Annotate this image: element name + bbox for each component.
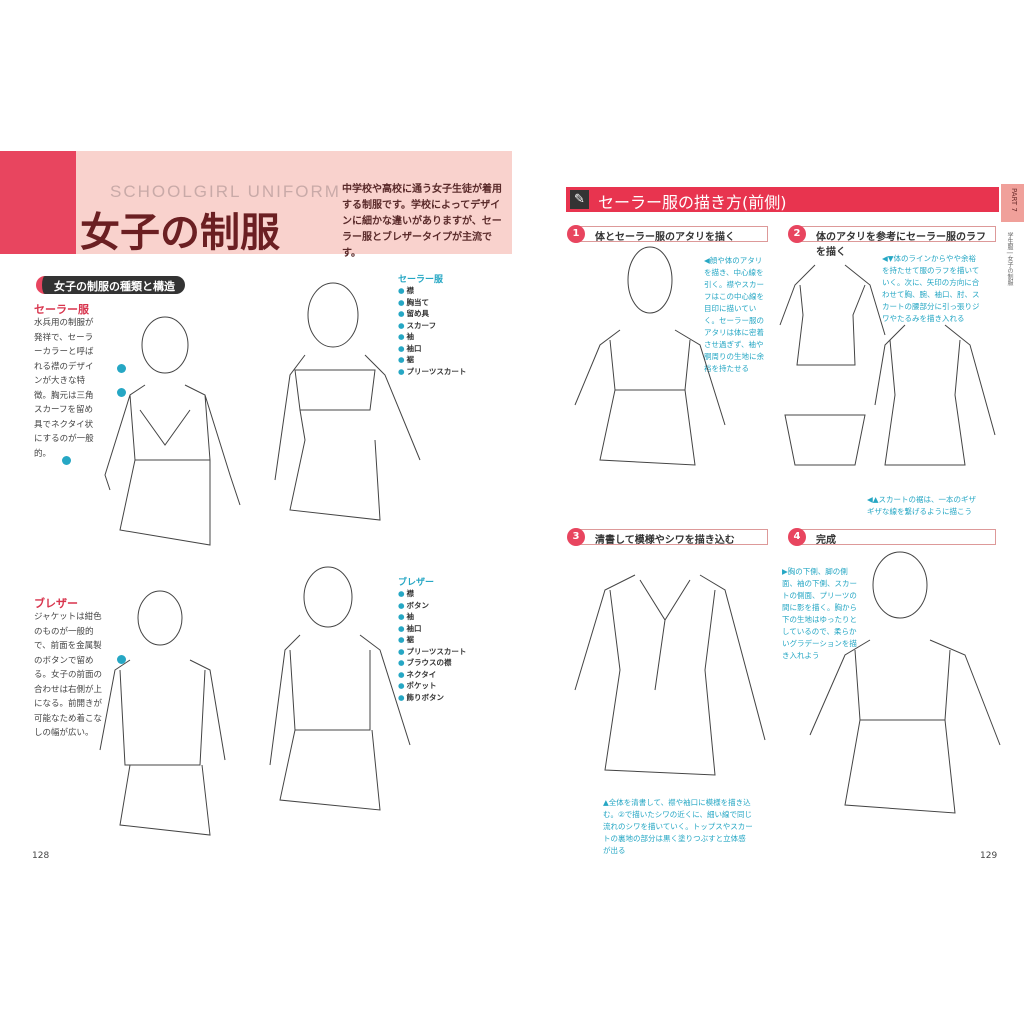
step-2-note-skirt: ◀▲スカートの裾は、一本のギザギザな線を繋げるように描こう xyxy=(867,495,977,516)
side-label: 学生服 | 女子の制服 xyxy=(1006,232,1013,286)
step-number: 4 xyxy=(788,528,806,546)
blazer-legend: ブレザー 襟 ボタン 袖 袖口 裾 プリーツスカート ブラウスの襟 ネクタイ ポ… xyxy=(398,575,466,703)
step-title: 清書して模様やシワを描き込む xyxy=(595,535,735,546)
legend-item: ネクタイ xyxy=(398,669,466,681)
callout-marker xyxy=(117,655,126,664)
sailor-back-illustration xyxy=(274,282,421,521)
blazer-heading: ブレザー xyxy=(34,597,78,610)
pen-icon: ✎ xyxy=(570,190,589,209)
step-1-header: 1 体とセーラー服のアタリを描く xyxy=(567,225,768,243)
legend-item: プリーツスカート xyxy=(398,366,467,378)
step-title: 体とセーラー服のアタリを描く xyxy=(595,232,735,243)
legend-item: 飾りボタン xyxy=(398,692,466,704)
step-4-header: 4 完成 xyxy=(788,528,996,546)
legend-item: 袖口 xyxy=(398,623,466,635)
legend-item: スカーフ xyxy=(398,320,466,332)
legend-item: 袖 xyxy=(398,611,466,623)
step-1-note: ◀顔や体のアタリを描き、中心線を引く。襟やスカーフはこの中心線を目印に描いていく… xyxy=(704,256,764,373)
step-1-illustration xyxy=(574,246,726,466)
step-2-header: 2 体のアタリを参考にセーラー服のラフを描く xyxy=(788,225,996,258)
blazer-text: ジャケットは紺色のものが一般的で、前面を金属製のボタンで留める。女子の前面の合わ… xyxy=(34,612,103,738)
legend-item: 留め具 xyxy=(398,308,466,320)
step-2-note: ◀▼体のラインからやや余裕を持たせて服のラフを描いていく。次に、矢印の方向に合わ… xyxy=(882,254,980,323)
page-title: 女子の制服 xyxy=(80,210,280,256)
part-tab: PART 7 xyxy=(1001,184,1024,222)
step-number: 1 xyxy=(567,225,585,243)
callout-marker xyxy=(62,456,71,465)
step-title: 完成 xyxy=(816,535,836,546)
legend-item: 裾 xyxy=(398,354,466,366)
legend-item: 裾 xyxy=(398,634,466,646)
legend-item: 袖口 xyxy=(398,343,466,355)
page-number-left: 128 xyxy=(32,851,50,861)
step-4-illustration xyxy=(809,551,1001,814)
step-number: 3 xyxy=(567,528,585,546)
blazer-back-illustration xyxy=(269,566,411,811)
step-title: 体のアタリを参考にセーラー服のラフを描く xyxy=(816,232,986,258)
blazer-front-illustration xyxy=(99,590,226,836)
step-3-illustration xyxy=(574,574,766,776)
legend-title: セーラー服 xyxy=(398,275,444,285)
section-heading-bar: セーラー服の描き方(前側) xyxy=(566,187,999,212)
section-heading: 女子の制服の種類と構造 xyxy=(36,276,185,294)
step-2-illustration xyxy=(779,264,996,466)
callout-marker xyxy=(117,388,126,397)
sailor-legend: セーラー服 襟 胸当て 留め具 スカーフ 袖 袖口 裾 プリーツスカート xyxy=(398,272,466,377)
sailor-front-illustration xyxy=(104,316,241,546)
legend-item: 襟 xyxy=(398,588,466,600)
legend-item: 襟 xyxy=(398,285,466,297)
legend-item: プリーツスカート xyxy=(398,646,467,658)
step-3-header: 3 清書して模様やシワを描き込む xyxy=(567,528,768,546)
banner-illustration xyxy=(0,151,76,254)
legend-item: ボタン xyxy=(398,600,466,612)
step-4-note: ▶胸の下側、脚の側面、袖の下側、スカートの側面、プリーツの間に影を描く。胸から下… xyxy=(782,567,857,660)
title-banner xyxy=(0,151,512,254)
legend-item: ポケット xyxy=(398,680,466,692)
legend-title: ブレザー xyxy=(398,578,435,588)
legend-item: 胸当て xyxy=(398,297,466,309)
step-3-note: ▲全体を清書して、襟や袖口に模様を描き込む。②で描いたシワの近くに、細い線で同じ… xyxy=(603,798,753,855)
subtitle-en: SCHOOLGIRL UNIFORM xyxy=(110,182,341,201)
callout-marker xyxy=(117,364,126,373)
page-number-right: 129 xyxy=(980,851,998,861)
step-number: 2 xyxy=(788,225,806,243)
sailor-heading: セーラー服 xyxy=(34,303,89,316)
legend-item: ブラウスの襟 xyxy=(398,657,466,669)
sailor-text: 水兵用の制服が発祥で、セーラーカラーと呼ばれる襟のデザインが大きな特徴。胸元は三… xyxy=(34,318,94,459)
intro-text: 中学校や高校に通う女子生徒が着用する制服です。学校によってデザインに細かな違いが… xyxy=(342,184,502,259)
legend-item: 袖 xyxy=(398,331,466,343)
